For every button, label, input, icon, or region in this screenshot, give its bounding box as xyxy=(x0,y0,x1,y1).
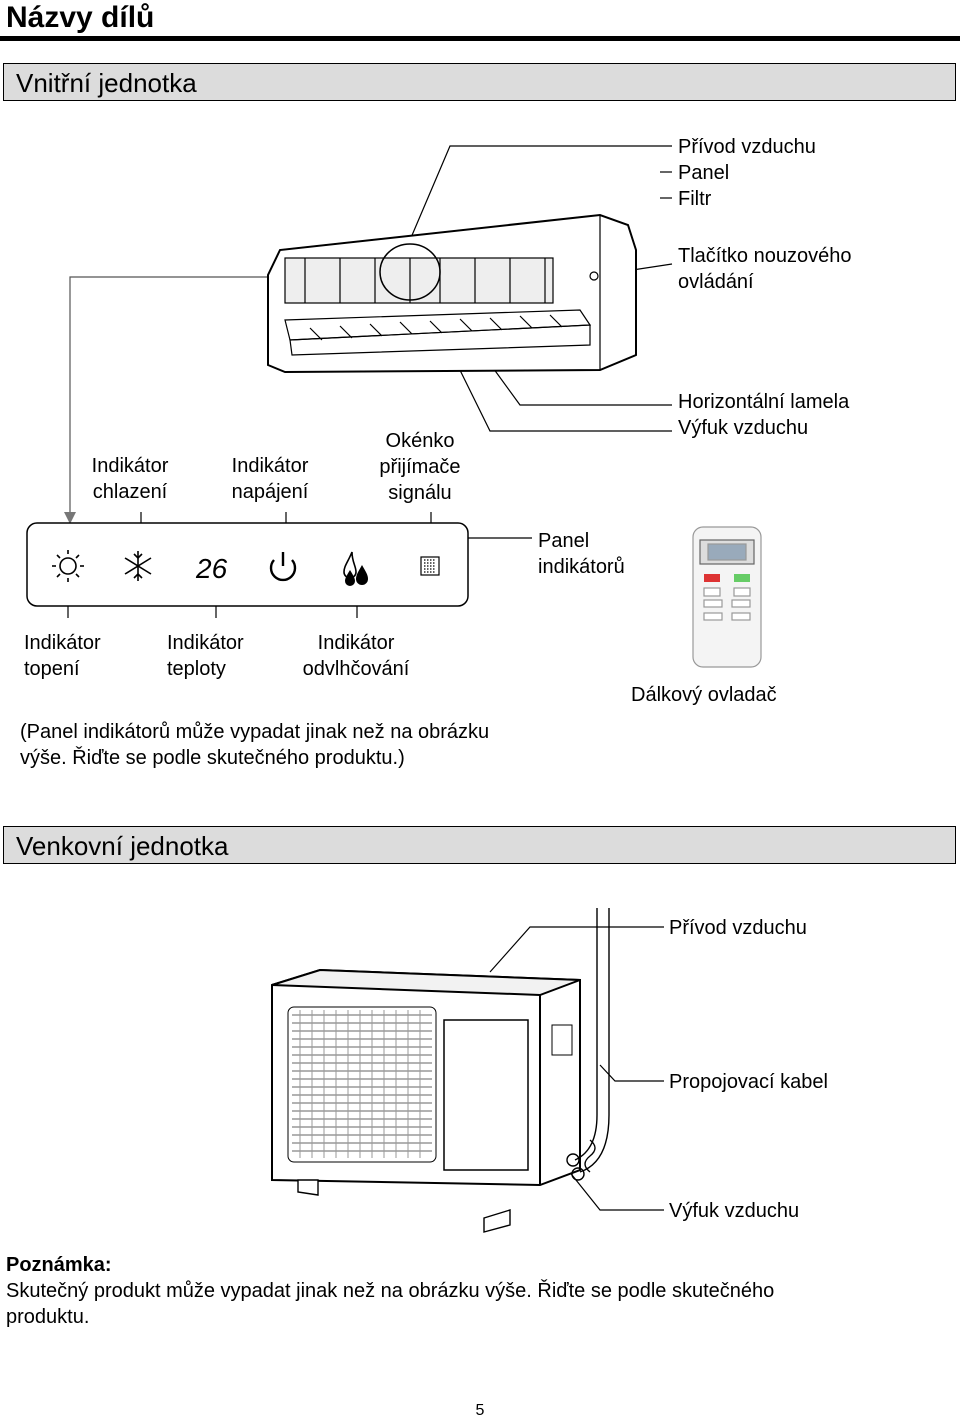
label-receiver-2: přijímače xyxy=(379,456,461,478)
outdoor-section-header: Venkovní jednotka xyxy=(3,826,956,864)
page-number: 5 xyxy=(475,1402,485,1419)
remote-control-image xyxy=(692,526,762,668)
label-receiver-3: signálu xyxy=(388,482,452,504)
label-receiver-1: Okénko xyxy=(385,430,455,452)
label-indicator-panel-1: Panel xyxy=(538,530,590,552)
label-temperature-indicator-1: Indikátor xyxy=(167,632,244,654)
label-heating-indicator-2: topení xyxy=(24,658,80,680)
receiver-grid-icon xyxy=(420,556,440,576)
label-horizontal-louver: Horizontální lamela xyxy=(678,391,850,413)
label-power-indicator-2: napájení xyxy=(231,481,309,503)
sun-icon xyxy=(52,550,84,582)
snowflake-icon xyxy=(124,551,152,581)
title-divider xyxy=(0,36,960,41)
label-dehumidify-indicator-1: Indikátor xyxy=(317,632,395,654)
indicator-panel xyxy=(26,522,469,607)
label-air-outlet: Výfuk vzduchu xyxy=(678,417,809,439)
indoor-note-line-2: výše. Řiďte se podle skutečného produktu… xyxy=(20,747,405,769)
label-emergency-button-1: Tlačítko nouzového xyxy=(678,245,852,267)
label-remote-control: Dálkový ovladač xyxy=(631,684,777,706)
label-cooling-indicator-1: Indikátor xyxy=(91,455,169,477)
outdoor-unit-diagram xyxy=(271,908,664,1233)
indoor-section-header: Vnitřní jednotka xyxy=(3,63,956,101)
indoor-unit-diagram: 26 xyxy=(26,145,762,668)
label-panel: Panel xyxy=(678,162,730,184)
footnote-line-1: Skutečný produkt může vypadat jinak než … xyxy=(6,1280,775,1302)
label-outdoor-air-outlet: Výfuk vzduchu xyxy=(669,1200,800,1222)
label-temperature-indicator-2: teploty xyxy=(167,658,226,680)
page-title: Názvy dílů xyxy=(6,1,155,34)
label-power-indicator-1: Indikátor xyxy=(231,455,309,477)
label-outdoor-air-intake: Přívod vzduchu xyxy=(669,917,807,939)
footnote-line-2: produktu. xyxy=(6,1306,90,1328)
label-connecting-cable: Propojovací kabel xyxy=(669,1071,828,1093)
indoor-section-title: Vnitřní jednotka xyxy=(16,68,197,98)
temperature-display: 26 xyxy=(195,553,228,584)
footnote-heading: Poznámka: xyxy=(6,1254,112,1276)
label-air-intake: Přívod vzduchu xyxy=(678,136,816,158)
label-cooling-indicator-2: chlazení xyxy=(92,481,168,503)
droplets-icon xyxy=(343,551,368,586)
label-emergency-button-2: ovládání xyxy=(678,271,754,293)
label-dehumidify-indicator-2: odvlhčování xyxy=(302,658,410,680)
power-icon xyxy=(269,552,297,582)
indoor-note-line-1: (Panel indikátorů může vypadat jinak než… xyxy=(20,721,490,743)
outdoor-section-title: Venkovní jednotka xyxy=(16,831,229,861)
label-heating-indicator-1: Indikátor xyxy=(24,632,101,654)
label-filter: Filtr xyxy=(678,188,712,210)
label-indicator-panel-2: indikátorů xyxy=(538,556,625,578)
